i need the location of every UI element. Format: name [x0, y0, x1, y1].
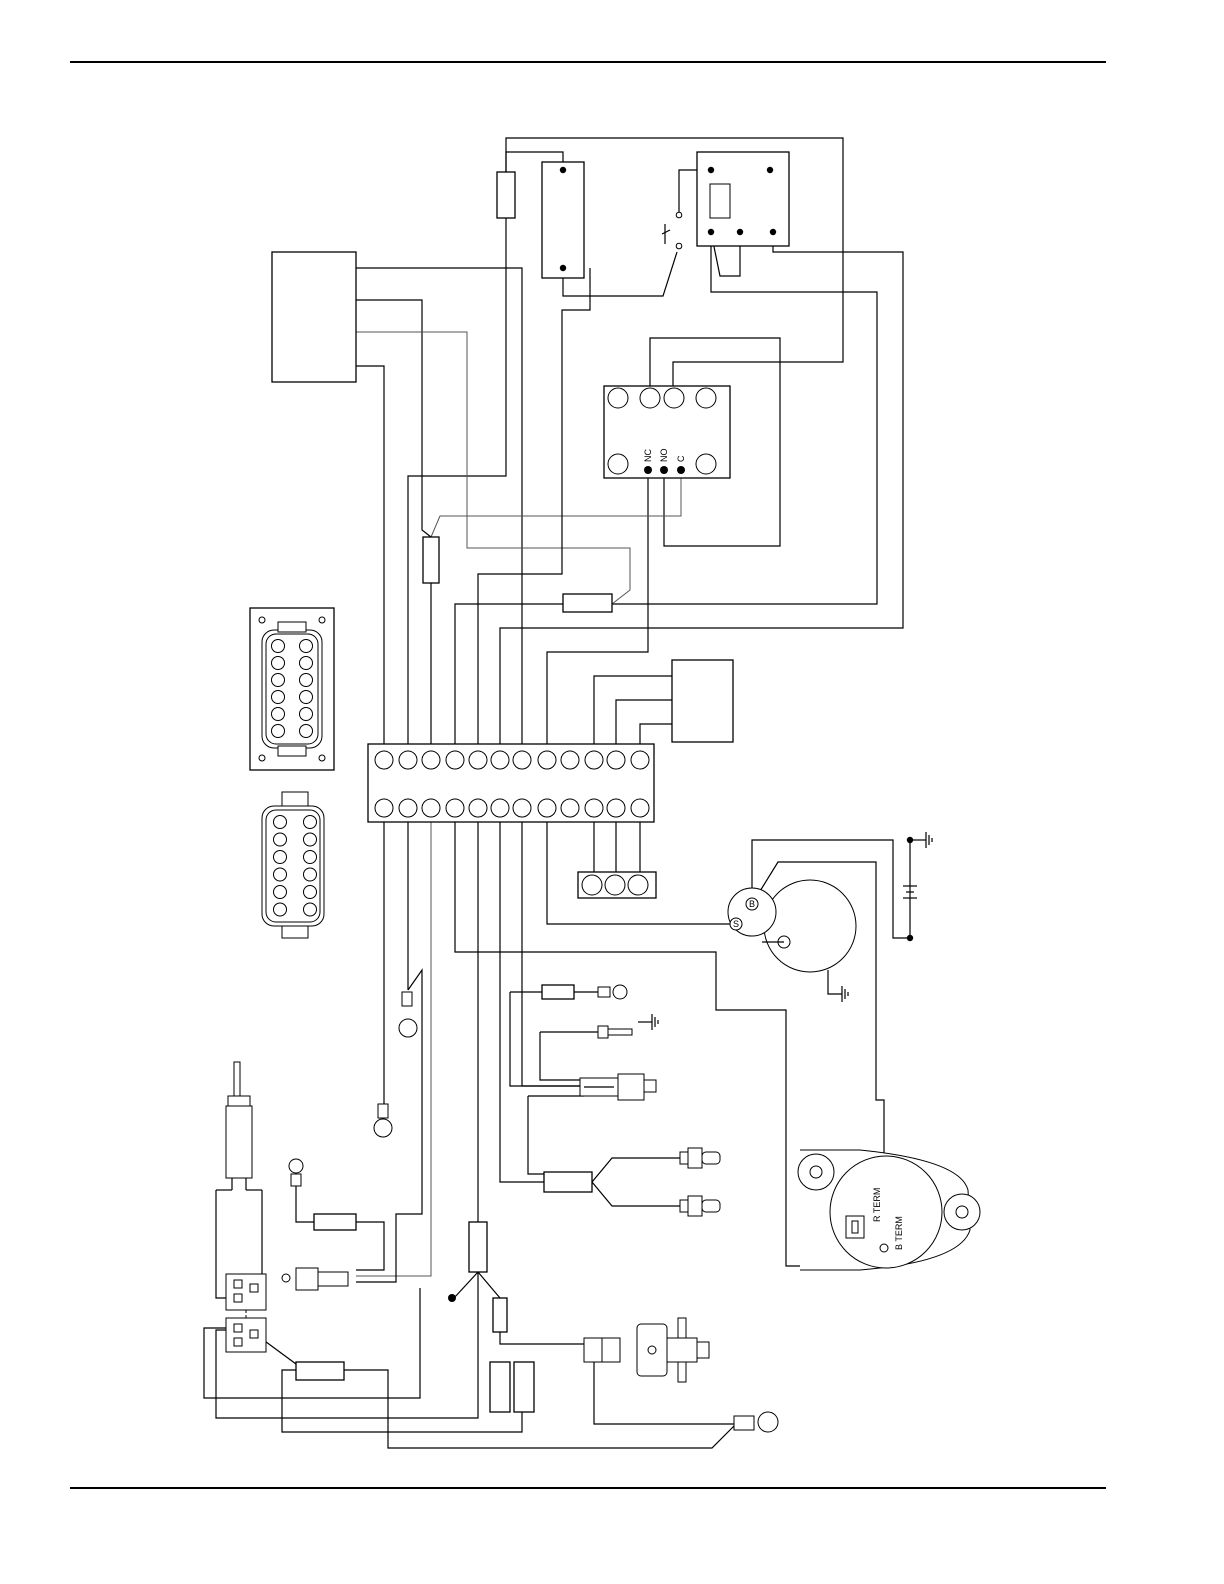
- ground-icon-starter: [842, 986, 848, 1002]
- terminal-top-8: [538, 751, 556, 769]
- terminal-top-3: [422, 751, 440, 769]
- terminal-bottom-4: [446, 799, 464, 817]
- pin-a-right-6: [300, 725, 313, 738]
- pin-b-left-3: [274, 851, 287, 864]
- pin-a-right-3: [300, 674, 313, 687]
- resistor-vertical: [423, 537, 439, 583]
- terminal-top-10: [585, 751, 603, 769]
- terminal-block-3: [578, 872, 656, 898]
- pressure-switch-bottom: [680, 1196, 720, 1216]
- connector-relay-lower: [580, 1074, 656, 1100]
- fuse-sensor: [542, 985, 574, 999]
- pin-b-right-4: [304, 868, 317, 881]
- terminal-bottom-1: [375, 799, 393, 817]
- terminal-top-7: [513, 751, 531, 769]
- pin-a-left-4: [272, 691, 285, 704]
- terminal-bottom-10: [585, 799, 603, 817]
- ring-terminal-bottom: [734, 1412, 778, 1432]
- starter-s-label: S: [733, 919, 739, 929]
- terminal-bottom-5: [469, 799, 487, 817]
- terminal-top-5: [469, 751, 487, 769]
- terminal-top-9: [561, 751, 579, 769]
- relay-no-label: NO: [659, 449, 669, 463]
- terminal-top-11: [607, 751, 625, 769]
- relay-pair-left: [490, 1362, 510, 1412]
- ignition-switch: [216, 1062, 266, 1352]
- connector-12pin-mounted: [250, 608, 334, 770]
- relay-coil-block: [542, 162, 584, 278]
- terminal-bottom-7: [513, 799, 531, 817]
- terminal-bottom-8: [538, 799, 556, 817]
- terminal-top-2: [399, 751, 417, 769]
- relay-c-label: C: [676, 455, 686, 462]
- pin-a-right-1: [300, 640, 313, 653]
- fuse-harness: [314, 1214, 356, 1230]
- alternator: R TERM B TERM: [798, 1150, 980, 1270]
- pin-a-left-1: [272, 640, 285, 653]
- terminal-bottom-11: [607, 799, 625, 817]
- ring-terminal-small: [289, 1159, 303, 1186]
- terminal-top-12: [631, 751, 649, 769]
- connector-harness: [282, 1268, 348, 1290]
- control-module: [272, 252, 356, 382]
- ground-icon-sensor: [638, 1014, 658, 1030]
- terminal-bottom-2: [399, 799, 417, 817]
- pin-a-left-5: [272, 708, 285, 721]
- terminal-bottom-12: [631, 799, 649, 817]
- fuse-top: [497, 172, 515, 218]
- solenoid-valve: [584, 1318, 709, 1382]
- resistor-horizontal: [563, 594, 612, 612]
- terminal-top-1: [375, 751, 393, 769]
- junction-dot: [448, 1294, 456, 1302]
- pin-b-right-5: [304, 886, 317, 899]
- pin-b-left-1: [274, 816, 287, 829]
- terminal-bottom-9: [561, 799, 579, 817]
- terminal-bottom-6: [491, 799, 509, 817]
- terminal-strip: [368, 744, 654, 822]
- relay-nc-label: NC: [643, 449, 653, 462]
- pin-a-right-5: [300, 708, 313, 721]
- pin-b-left-5: [274, 886, 287, 899]
- ring-terminal-ground-2: [374, 1104, 392, 1137]
- pin-a-right-4: [300, 691, 313, 704]
- pin-b-left-6: [274, 903, 287, 916]
- fuse-vertical-lower: [469, 1222, 487, 1272]
- pin-b-left-2: [274, 833, 287, 846]
- fuse-small: [493, 1298, 507, 1332]
- pin-b-right-1: [304, 816, 317, 829]
- fuse-box: [672, 660, 733, 742]
- pin-b-right-2: [304, 833, 317, 846]
- resistor-lower: [296, 1362, 344, 1380]
- switch-symbol: [662, 212, 682, 249]
- terminal-top-6: [491, 751, 509, 769]
- connector-12pin-plug: [262, 792, 324, 938]
- terminal-top-4: [446, 751, 464, 769]
- pressure-switch-top: [680, 1148, 720, 1168]
- pin-a-left-3: [272, 674, 285, 687]
- pin-b-left-4: [274, 868, 287, 881]
- terminal-bottom-3: [422, 799, 440, 817]
- relay-top-right: [697, 152, 789, 246]
- ring-terminal-ground-1: [399, 992, 417, 1037]
- pin-a-left-2: [272, 657, 285, 670]
- ground-icon-battery: [910, 832, 932, 848]
- relay-pair-right: [514, 1362, 534, 1412]
- starter-motor: S B: [728, 880, 856, 972]
- splice-block: [544, 1172, 592, 1192]
- temp-sender: [598, 1026, 632, 1038]
- alt-b-term-label: B TERM: [894, 1216, 904, 1250]
- ring-terminal-sensor: [598, 985, 627, 999]
- pin-b-right-6: [304, 903, 317, 916]
- pin-b-right-3: [304, 851, 317, 864]
- relay-socket: NC NO C: [604, 386, 730, 478]
- pin-a-right-2: [300, 657, 313, 670]
- starter-b-label: B: [749, 899, 755, 909]
- pin-a-left-6: [272, 725, 285, 738]
- alt-r-term-label: R TERM: [872, 1188, 882, 1222]
